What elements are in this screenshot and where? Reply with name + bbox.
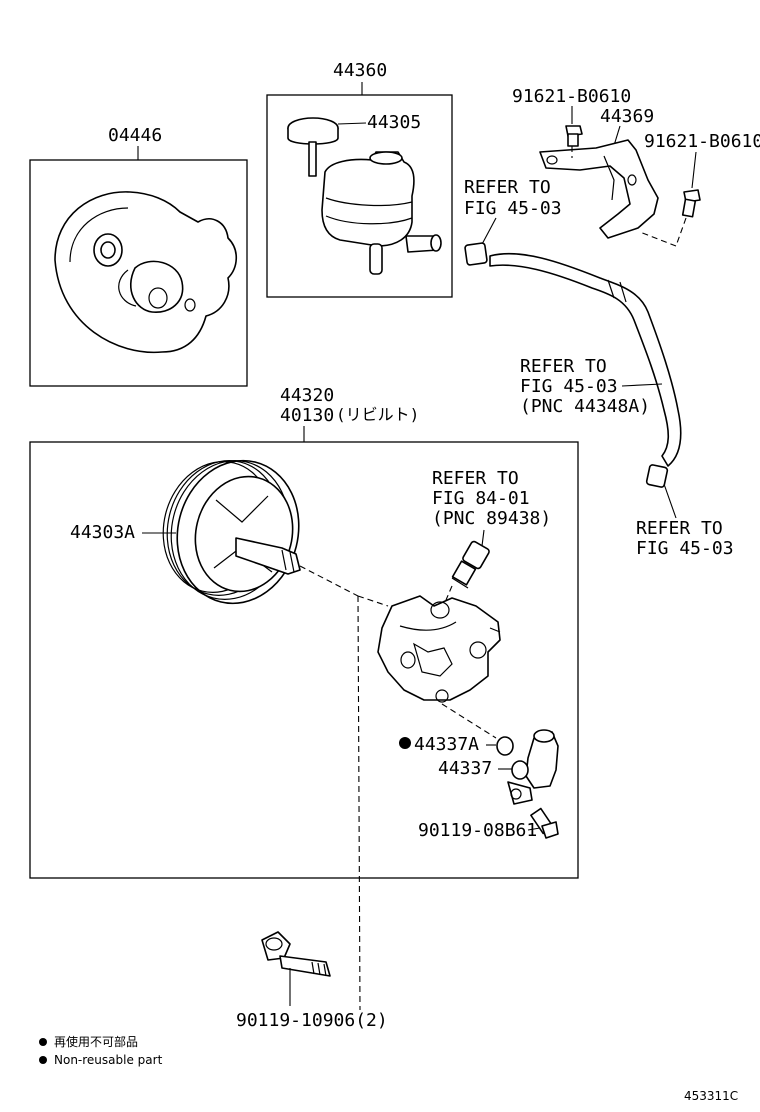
group-pulley-kit: 04446 [29, 125, 248, 387]
pulley-kit-illustration [54, 191, 238, 354]
reservoir-cap-illustration [287, 117, 339, 177]
legend-marker-icon-jp [39, 1038, 47, 1046]
group-pump: 44320 40130 (リビルト) 44303A REFER TO FIG 8… [29, 385, 579, 1011]
ref4-line1[interactable]: REFER TO [636, 518, 723, 539]
ref2-line1[interactable]: REFER TO [520, 356, 607, 377]
legend-text-en: Non-reusable part [54, 1053, 163, 1067]
pump-body-illustration [377, 595, 501, 703]
ref3-line2[interactable]: FIG 84-01 [432, 488, 530, 509]
part-label-40130[interactable]: 40130 [280, 405, 334, 426]
ref2-line3[interactable]: (PNC 44348A) [520, 396, 650, 417]
nonreusable-marker-icon [399, 737, 411, 749]
part-label-44305[interactable]: 44305 [367, 112, 421, 133]
part-label-91621-b0610-right[interactable]: 91621-B0610 [644, 131, 760, 152]
part-label-44337a[interactable]: 44337A [414, 734, 479, 755]
pump-pulley-illustration [162, 459, 301, 605]
pulley-kit-box [29, 159, 248, 387]
reservoir-tank-illustration [321, 151, 442, 275]
group-return-hose: REFER TO FIG 45-03 REFER TO FIG 45-03 (P… [464, 177, 734, 559]
part-label-rebuilt-note: (リビルト) [336, 405, 419, 424]
pressure-switch-illustration [451, 540, 490, 589]
group-bracket: 91621-B0610 44369 91621-B0610 [512, 86, 760, 247]
reservoir-box [266, 94, 453, 298]
return-hose-illustration [489, 252, 682, 467]
part-label-44320[interactable]: 44320 [280, 385, 334, 406]
legend-text-jp: 再使用不可部品 [54, 1034, 138, 1049]
part-label-44337[interactable]: 44337 [438, 758, 492, 779]
bracket-illustration [539, 139, 659, 239]
part-label-90119-10906[interactable]: 90119-10906(2) [236, 1010, 388, 1031]
group-reservoir: 44360 44305 [266, 60, 453, 298]
bolt-right-illustration [681, 189, 701, 218]
bolt-top-illustration [565, 125, 583, 147]
mount-bolt-illustration [261, 931, 331, 977]
ref1-line2[interactable]: FIG 45-03 [464, 198, 562, 219]
oring-illustration [496, 736, 514, 756]
union-bolt-illustration [530, 807, 559, 839]
group-mount-bolt: 90119-10906(2) [236, 931, 388, 1031]
figure-code: 453311C [684, 1089, 738, 1103]
part-label-04446[interactable]: 04446 [108, 125, 162, 146]
ref4-line2[interactable]: FIG 45-03 [636, 538, 734, 559]
part-label-90119-08b61[interactable]: 90119-08B61 [418, 820, 537, 841]
part-label-91621-b0610-top[interactable]: 91621-B0610 [512, 86, 631, 107]
pump-box [29, 441, 579, 879]
union-illustration [507, 729, 559, 805]
ref2-line2[interactable]: FIG 45-03 [520, 376, 618, 397]
part-label-44369[interactable]: 44369 [600, 106, 654, 127]
part-label-44303a[interactable]: 44303A [70, 522, 135, 543]
hose-clamp-bottom-illustration [645, 464, 669, 488]
ref1-line1[interactable]: REFER TO [464, 177, 551, 198]
legend: 再使用不可部品 Non-reusable part [39, 1034, 163, 1067]
ref3-line1[interactable]: REFER TO [432, 468, 519, 489]
hose-clamp-top-illustration [464, 242, 488, 266]
part-label-44360[interactable]: 44360 [333, 60, 387, 81]
legend-marker-icon-en [39, 1056, 47, 1064]
ref3-line3[interactable]: (PNC 89438) [432, 508, 551, 529]
